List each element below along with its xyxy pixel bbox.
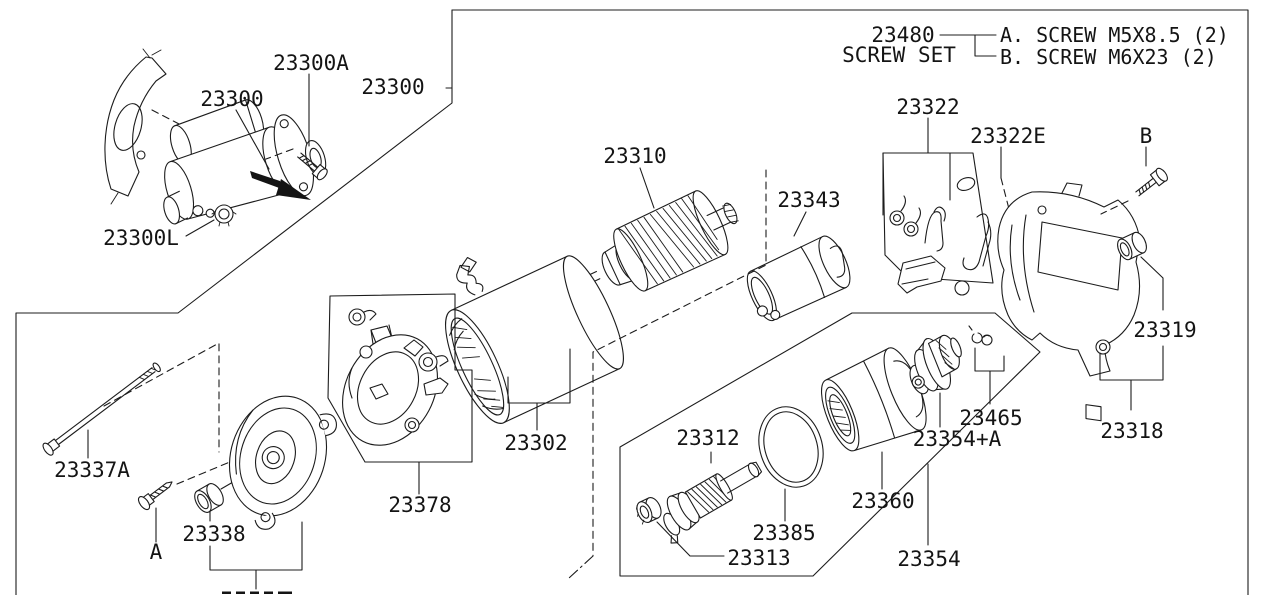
center-bracket-parts-drawing: [342, 308, 449, 446]
label-23302[interactable]: 23302: [504, 431, 567, 455]
bolt-dash-boundary: [103, 342, 220, 453]
bushing-23338-drawing: [194, 483, 224, 513]
front-cover-group: 23337A A 23338: [42, 342, 337, 594]
label-23465[interactable]: 23465: [959, 406, 1022, 430]
brush-holder-group: 23322 23322E: [882, 95, 1046, 296]
starter-motor-drawing: [163, 99, 327, 225]
bushing-23319-drawing: [1117, 231, 1147, 261]
brush-parts-drawing: [889, 177, 992, 296]
screw-set-legend: 23480 SCREW SET A. SCREW M5X8.5 (2) B. S…: [842, 23, 1229, 69]
leader-23343: [793, 211, 807, 237]
magnetic-switch-group: 23343: [746, 188, 851, 322]
leader-23300-detail: [235, 109, 270, 170]
leader-screw-a-dash: [176, 458, 238, 485]
leader-screw-b-dash: [1100, 200, 1129, 215]
center-bracket-group: 23378: [327, 293, 473, 517]
page-frame: [15, 9, 1249, 595]
bracket-front-cover-group: [209, 521, 303, 590]
direction-arrow: [250, 171, 311, 200]
truncated-label-marks: [222, 591, 292, 594]
label-23337A[interactable]: 23337A: [54, 458, 130, 482]
label-23300A[interactable]: 23300A: [273, 51, 349, 75]
label-23385[interactable]: 23385: [752, 521, 815, 545]
label-23318[interactable]: 23318: [1100, 419, 1163, 443]
legend-part-number[interactable]: 23480: [871, 23, 934, 47]
pinion-dashdot-corner: [568, 555, 594, 579]
label-23360[interactable]: 23360: [851, 489, 914, 513]
label-23338[interactable]: 23338: [182, 522, 245, 546]
label-23322E[interactable]: 23322E: [970, 124, 1046, 148]
label-23319[interactable]: 23319: [1133, 318, 1196, 342]
center-bracket-box: [327, 293, 473, 463]
clutch-23360-drawing: [820, 347, 927, 452]
nut-23300L-drawing: [211, 204, 237, 227]
legend-item-a: A. SCREW M5X8.5 (2): [1000, 23, 1229, 47]
pinion-group-box: [619, 312, 1041, 577]
bracket-23322: [882, 117, 929, 216]
solenoid-pinion-dash-boundary: [592, 169, 767, 557]
pinion-group: 23312 23313 23385 23360 23354+A 23465 23…: [619, 312, 1041, 577]
starter-assembly-overview: 23300A 23300 23300 23300L: [103, 48, 425, 250]
bracket-23302: [507, 348, 571, 431]
legend-set-name: SCREW SET: [842, 43, 956, 67]
label-23343[interactable]: 23343: [777, 188, 840, 212]
armature-group: 23310: [588, 144, 739, 292]
legend-item-b: B. SCREW M6X23 (2): [1000, 45, 1217, 69]
label-23300-frame[interactable]: 23300: [361, 75, 424, 99]
through-bolt-23337A-drawing: [42, 362, 161, 456]
screw-b-drawing: [1135, 167, 1168, 197]
label-screw-b[interactable]: B: [1140, 124, 1153, 148]
front-cover-drawing: [228, 395, 337, 530]
frame-right: [451, 9, 1249, 595]
label-23354[interactable]: 23354: [897, 547, 960, 571]
leader-23310: [639, 167, 655, 209]
bracket-23465: [974, 347, 1005, 405]
rear-cover-drawing: [997, 182, 1141, 422]
label-23310[interactable]: 23310: [603, 144, 666, 168]
screw-23300A-dash: [265, 148, 294, 160]
legend-bracket: [939, 34, 997, 57]
engine-bracket-drawing: [104, 48, 167, 205]
yoke-group: 23302: [445, 255, 624, 455]
stopper-23313-drawing: [636, 496, 662, 525]
label-23300-detail[interactable]: 23300: [200, 87, 263, 111]
label-screw-a[interactable]: A: [150, 540, 163, 564]
label-23300L[interactable]: 23300L: [103, 226, 179, 250]
label-23354A[interactable]: 23354+A: [913, 427, 1002, 451]
yoke-drawing: [445, 255, 624, 424]
screw-23300A-drawing: [297, 152, 328, 181]
label-23378[interactable]: 23378: [388, 493, 451, 517]
label-23312[interactable]: 23312: [676, 426, 739, 450]
bracket-23318-23319: [1099, 256, 1164, 411]
screw-a-drawing: [137, 481, 173, 511]
label-23313[interactable]: 23313: [727, 546, 790, 570]
gear-23354A-drawing: [909, 334, 962, 395]
label-23322[interactable]: 23322: [896, 95, 959, 119]
rear-cover-group: B 23319 23318: [997, 124, 1197, 443]
pinion-shaft-23312-drawing: [663, 461, 763, 544]
leader-23300L: [185, 219, 215, 237]
frame-left-diagonal: [15, 9, 453, 595]
ball-23465-drawing: [968, 325, 993, 346]
leader-23313: [656, 521, 725, 557]
magnetic-switch-drawing: [746, 235, 851, 322]
o-ring-23385-drawing: [758, 406, 824, 488]
armature-drawing: [588, 190, 739, 292]
